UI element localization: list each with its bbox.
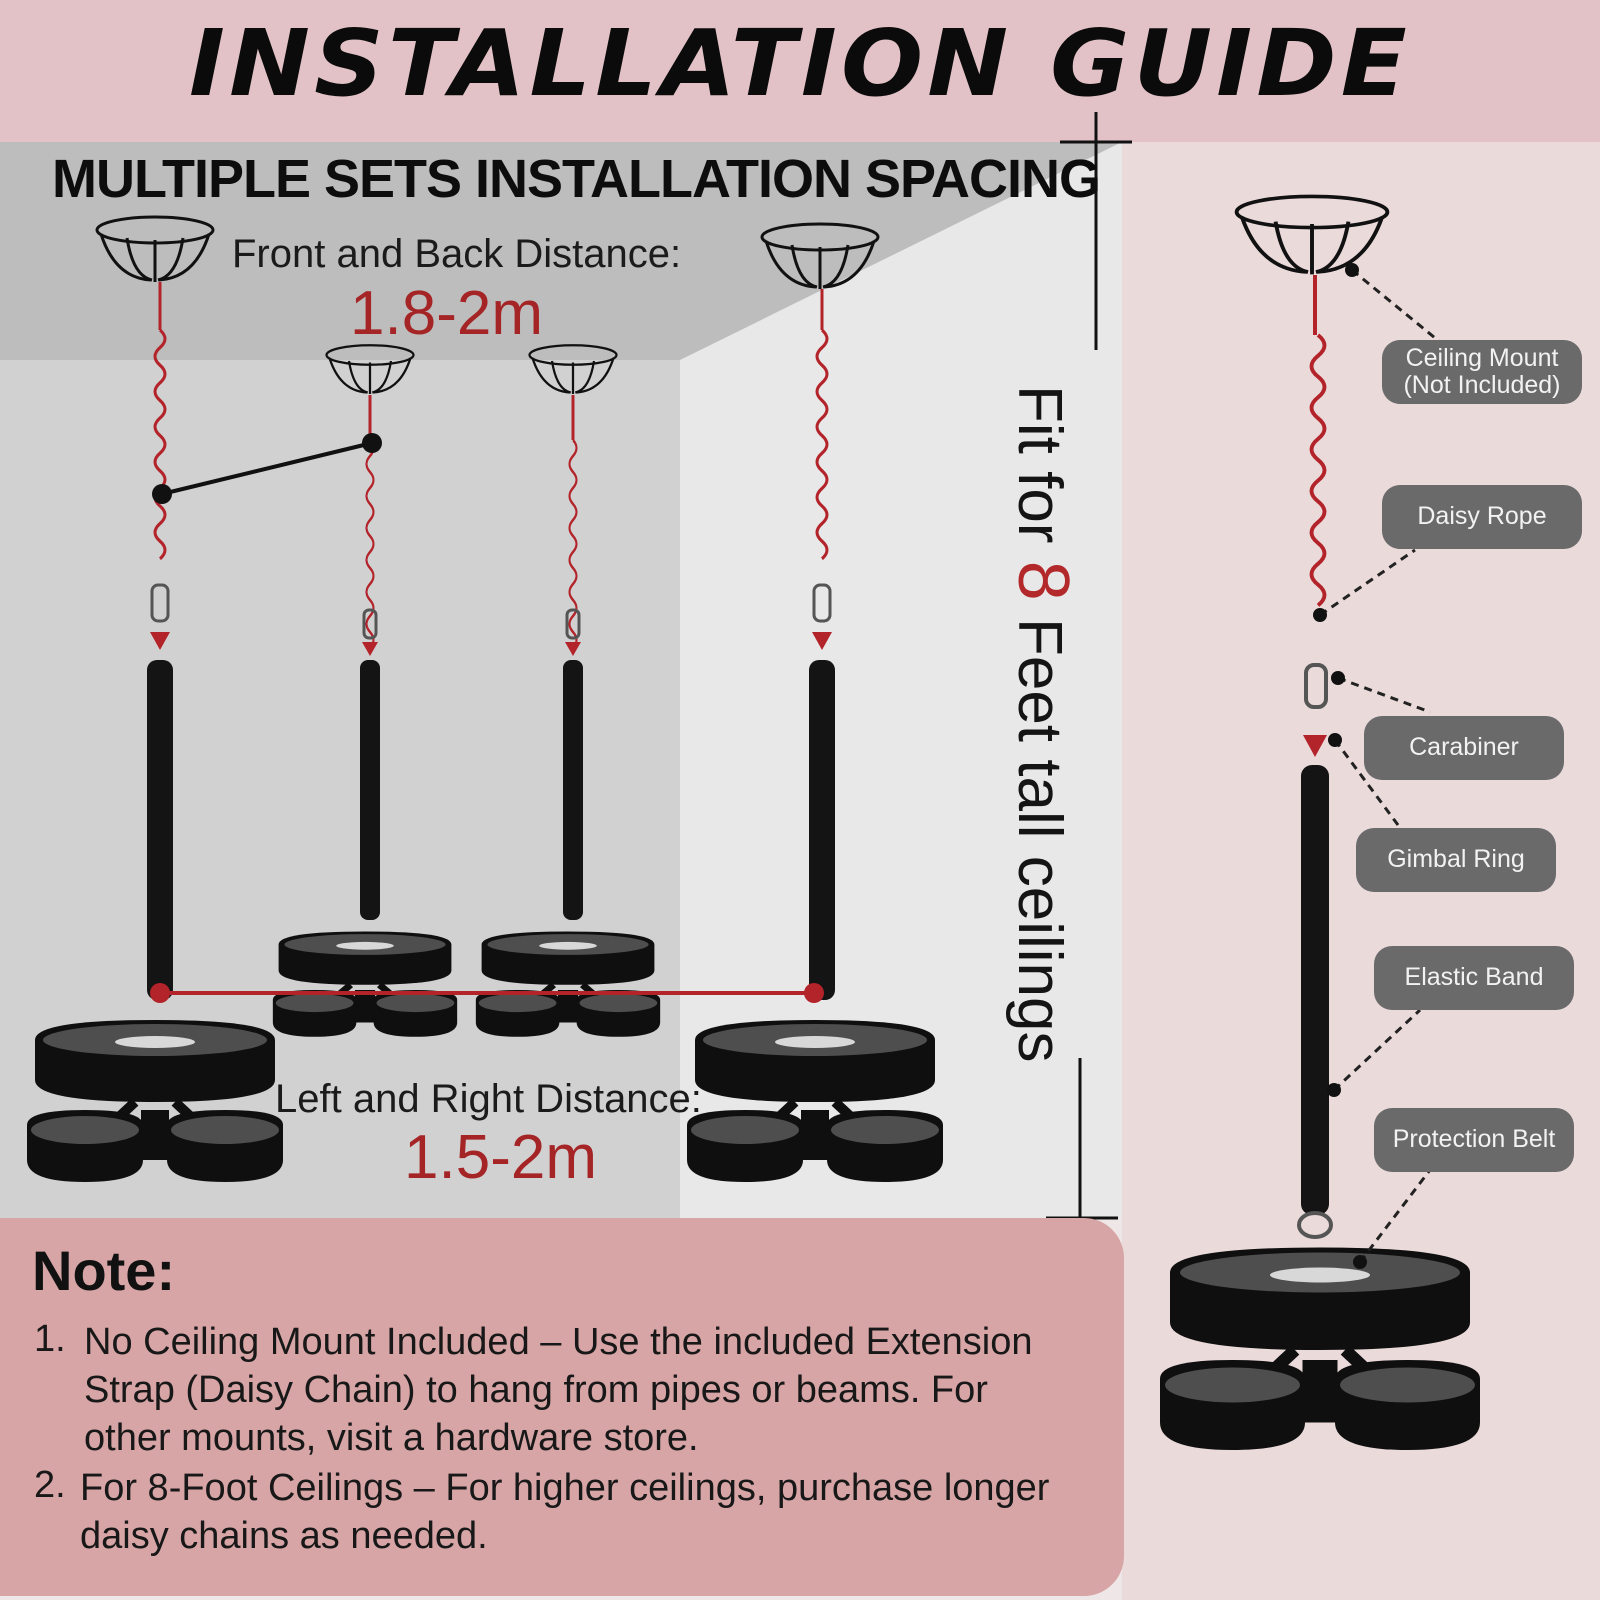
note-item-2: For 8-Foot Ceilings – For higher ceiling… bbox=[80, 1464, 1049, 1560]
note-item-1: No Ceiling Mount Included – Use the incl… bbox=[84, 1318, 1032, 1462]
front-back-dot bbox=[362, 433, 382, 453]
section-title: MULTIPLE SETS INSTALLATION SPACING bbox=[52, 149, 1101, 209]
callout-leaders bbox=[1319, 268, 1441, 1263]
note-title: Note: bbox=[32, 1239, 176, 1302]
note-line: daisy chains as needed. bbox=[80, 1515, 488, 1557]
note-line: No Ceiling Mount Included – Use the incl… bbox=[84, 1321, 1033, 1363]
back-right-set bbox=[476, 344, 660, 1037]
front-back-value: 1.8-2m bbox=[350, 279, 543, 348]
left-right-value: 1.5-2m bbox=[404, 1123, 597, 1192]
callout-carabiner: Carabiner bbox=[1364, 716, 1564, 780]
note-number: 1. bbox=[34, 1318, 66, 1360]
note-line: For 8-Foot Ceilings – For higher ceiling… bbox=[80, 1467, 1050, 1509]
ceiling-height-number: 8 bbox=[1003, 560, 1083, 601]
callout-dots bbox=[1313, 263, 1367, 1269]
ceiling-height-text: Fit for 8 Feet tall ceilings bbox=[1002, 385, 1084, 1063]
front-left-set bbox=[27, 215, 283, 1182]
note-line: Strap (Daisy Chain) to hang from pipes o… bbox=[84, 1369, 988, 1411]
callout-elastic-band: Elastic Band bbox=[1374, 946, 1574, 1010]
ceiling-height-suffix: Feet tall ceilings bbox=[1005, 600, 1074, 1063]
left-right-dot bbox=[804, 983, 824, 1003]
front-back-label: Front and Back Distance: bbox=[232, 232, 682, 276]
note-number: 2. bbox=[34, 1464, 66, 1506]
note-box bbox=[0, 1218, 1124, 1596]
callout-protection-belt: Protection Belt bbox=[1374, 1108, 1574, 1172]
ceiling-plane bbox=[0, 142, 1122, 360]
front-back-line bbox=[161, 441, 373, 496]
note-line: other mounts, visit a hardware store. bbox=[84, 1417, 699, 1459]
left-right-label: Left and Right Distance: bbox=[275, 1077, 702, 1121]
front-right-set bbox=[687, 222, 943, 1182]
detailed-set bbox=[1160, 194, 1480, 1450]
callout-gimbal-ring: Gimbal Ring bbox=[1356, 828, 1556, 892]
page-title: INSTALLATION GUIDE bbox=[188, 10, 1412, 117]
left-right-dot bbox=[150, 983, 170, 1003]
back-left-set bbox=[273, 344, 457, 1037]
ceiling-height-prefix: Fit for bbox=[1005, 385, 1074, 561]
front-back-dot bbox=[152, 484, 172, 504]
header-band bbox=[0, 0, 1600, 142]
callout-ceiling-mount: Ceiling Mount (Not Included) bbox=[1382, 340, 1582, 404]
callout-daisy-rope: Daisy Rope bbox=[1382, 485, 1582, 549]
